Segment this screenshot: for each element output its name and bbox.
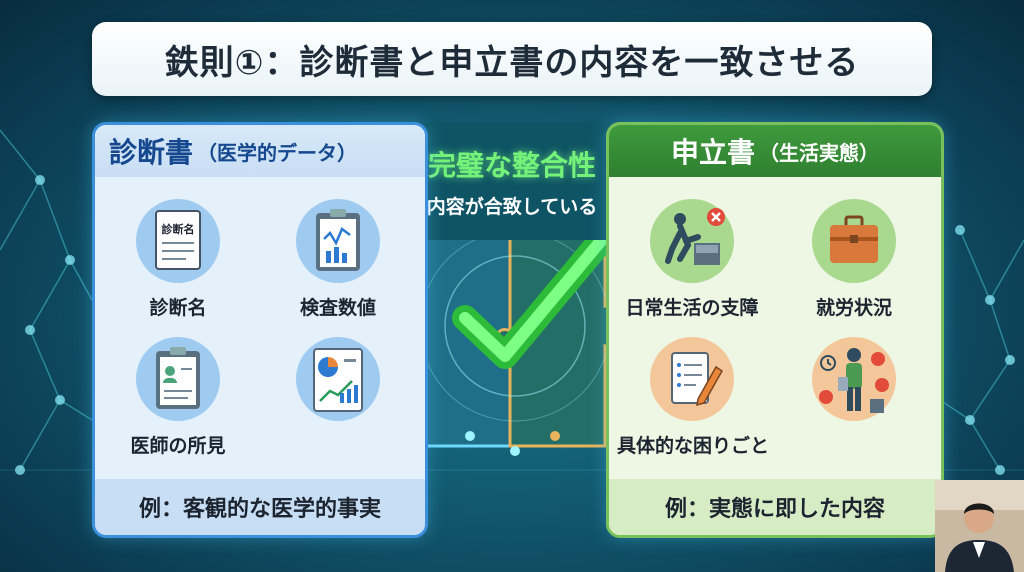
- title-banner: 鉄則①：診断書と申立書の内容を一致させる: [92, 22, 932, 96]
- left-item-label: 検査数値: [299, 297, 376, 319]
- note-pencil-icon: [650, 337, 734, 421]
- center-heading: 完璧な整合性: [427, 148, 596, 182]
- left-item-label: 診断名: [149, 297, 207, 319]
- diagnosis-heading: 診断書: [109, 136, 194, 169]
- left-item-doctor-findings: 医師の所見: [103, 337, 253, 458]
- right-item-label: 具体的な困りごと: [617, 435, 770, 457]
- diagnosis-panel: 診断書 （医学的データ） 診断名 診断名: [92, 122, 428, 538]
- diagnosis-subheading: （医学的データ）: [197, 140, 358, 165]
- left-item-report-chart: [263, 337, 413, 431]
- left-item-test-values: 検査数値: [263, 199, 413, 320]
- briefcase-icon: [812, 199, 896, 283]
- struggling-person-icon: [650, 199, 734, 283]
- right-item-label: 就労状況: [815, 297, 892, 319]
- application-panel: 申立書 （生活実態） 日常生活の支障 就労状況: [606, 122, 944, 538]
- clipboard-profile-icon: [136, 337, 220, 421]
- document-icon: 診断名: [136, 199, 220, 283]
- left-item-label: 医師の所見: [130, 435, 226, 457]
- checkmark-icon: [452, 223, 618, 369]
- clipboard-chart-icon: [296, 199, 380, 283]
- svg-text:診断名: 診断名: [162, 222, 195, 236]
- diagnosis-panel-footer: 例：客観的な医学的事実: [95, 479, 425, 535]
- page-title: 鉄則①：診断書と申立書の内容を一致させる: [164, 42, 860, 83]
- application-panel-footer: 例：実態に即した内容: [609, 479, 941, 535]
- diagnosis-panel-header: 診断書 （医学的データ）: [95, 125, 425, 177]
- puzzle-graphic: [397, 223, 633, 456]
- center-label: 完璧な整合性 内容が合致している: [405, 122, 619, 240]
- right-item-daily-life: 日常生活の支障: [617, 199, 767, 320]
- presenter-avatar: [935, 480, 1024, 572]
- left-item-diagnosis-name: 診断名 診断名: [103, 199, 253, 320]
- right-item-label: 日常生活の支障: [625, 297, 759, 319]
- right-item-concerns: 具体的な困りごと: [617, 337, 770, 458]
- application-footer-text: 例：実態に即した内容: [664, 497, 885, 522]
- application-heading: 申立書: [670, 136, 755, 169]
- center-subheading: 内容が合致している: [426, 195, 598, 218]
- application-panel-header: 申立書 （生活実態）: [609, 125, 941, 177]
- right-item-work-status: 就労状況: [779, 199, 929, 320]
- diagnosis-footer-text: 例：客観的な医学的事実: [138, 497, 381, 522]
- stressed-person-icon: [812, 337, 896, 421]
- right-item-stressed-person: [779, 337, 929, 431]
- application-subheading: （生活実態）: [759, 140, 879, 165]
- report-chart-icon: [296, 337, 380, 421]
